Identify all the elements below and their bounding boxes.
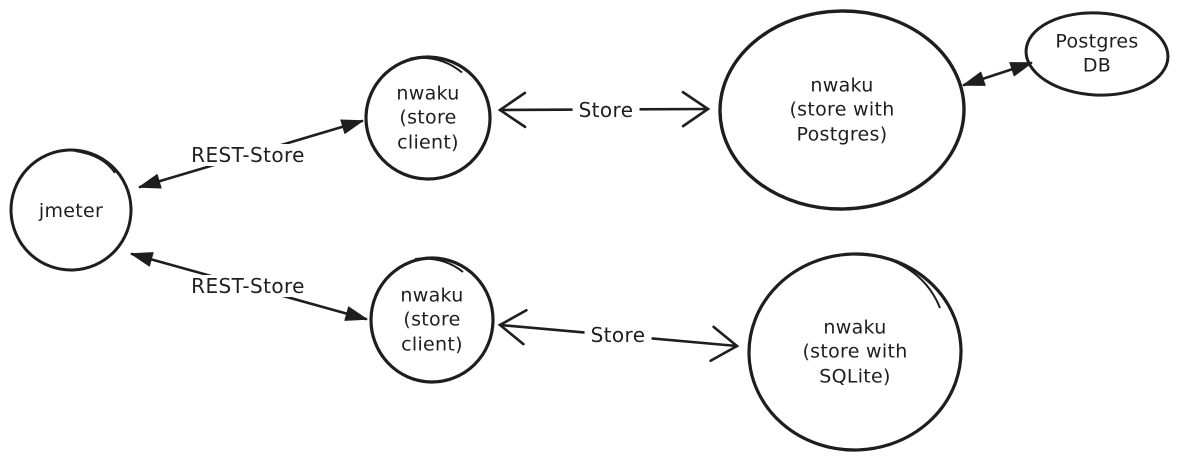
edge-label-store-bottom: Store (584, 324, 652, 346)
node-nwaku-store-sqlite-sketch-stroke (879, 255, 941, 309)
edge-label-rest-store-bottom: REST-Store (185, 275, 311, 297)
node-label-jmeter: jmeter (38, 199, 104, 222)
node-label-postgres-db: Postgres DB (1055, 30, 1139, 77)
node-nwaku-store-client-bottom-sketch-stroke (414, 257, 464, 273)
node-nwaku-store-client-bottom (369, 256, 495, 384)
node-jmeter-sketch-stroke (74, 150, 116, 174)
edge-postgres-db (962, 61, 1033, 87)
node-postgres-db (1024, 11, 1170, 97)
edge-label-store-top: Store (572, 99, 640, 121)
edge-label-rest-store-top: REST-Store (185, 144, 311, 166)
node-nwaku-store-client-top (364, 55, 492, 181)
node-jmeter (9, 148, 133, 272)
node-nwaku-store-sqlite (747, 252, 963, 452)
node-label-nwaku-store-postgres: nwaku (store with Postgres) (789, 74, 895, 146)
node-label-nwaku-store-sqlite: nwaku (store with SQLite) (802, 316, 908, 388)
node-label-nwaku-store-client-bottom: nwaku (store client) (400, 284, 464, 356)
node-label-nwaku-store-client-top: nwaku (store client) (396, 82, 460, 154)
node-nwaku-store-client-top-sketch-stroke (409, 56, 463, 74)
node-nwaku-store-postgres (718, 9, 966, 211)
